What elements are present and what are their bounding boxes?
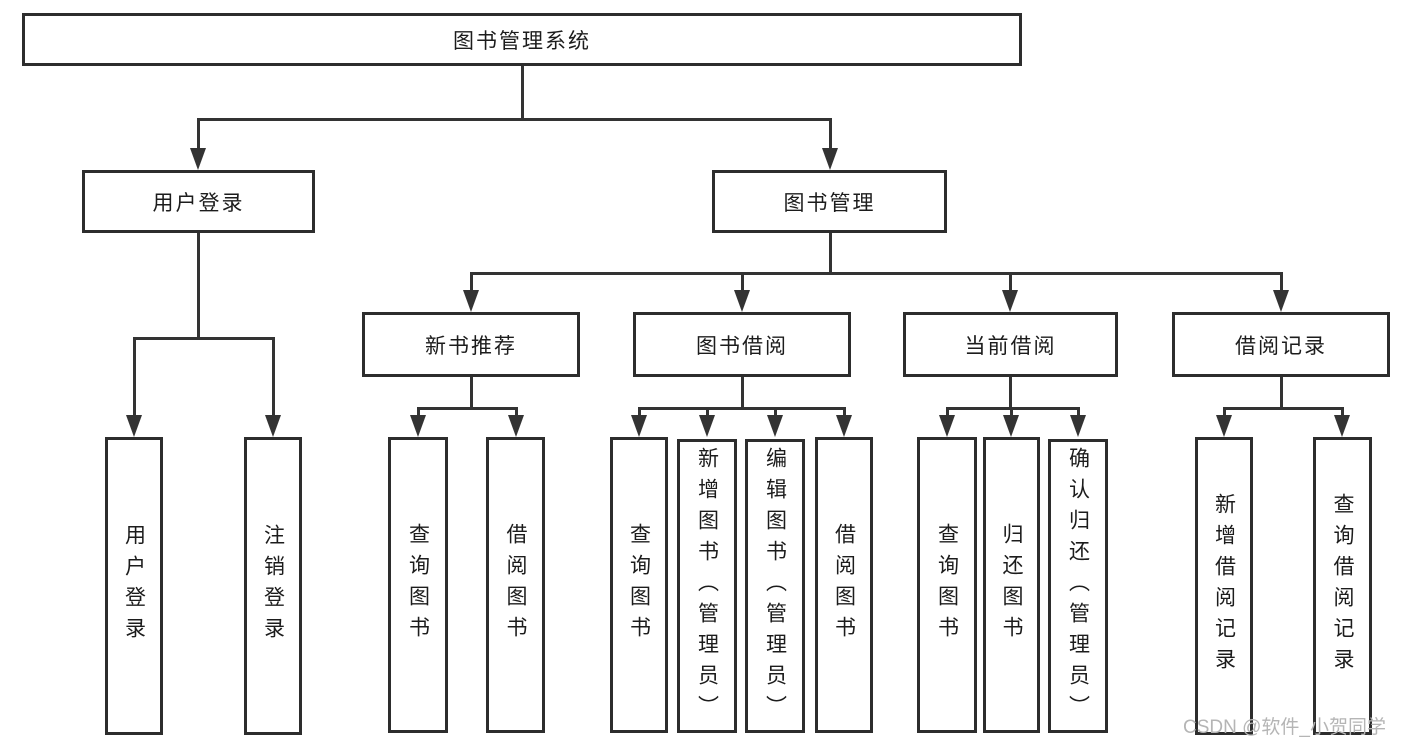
diagram-node-label: 新增借阅记录 [1212, 493, 1236, 679]
connector-line [1340, 407, 1344, 417]
connector-line [132, 337, 275, 340]
diagram-node-bb-borrow-book: 借阅图书 [815, 437, 873, 733]
arrowhead-icon [1216, 415, 1232, 437]
connector-line [773, 407, 777, 417]
arrowhead-icon [939, 415, 955, 437]
connector-line [196, 118, 832, 121]
connector-line [1222, 407, 1226, 417]
arrowhead-icon [1002, 290, 1018, 312]
arrowhead-icon [265, 415, 281, 437]
diagram-node-label: 查询图书 [406, 523, 430, 647]
diagram-node-book-borrow: 图书借阅 [633, 312, 851, 377]
diagram-node-book-mgmt: 图书管理 [712, 170, 947, 233]
diagram-node-cb-confirm-return: 确认归还（管理员） [1048, 439, 1108, 733]
arrowhead-icon [463, 290, 479, 312]
connector-line [196, 233, 200, 340]
diagram-node-cb-return-book: 归还图书 [983, 437, 1040, 733]
diagram-node-label: 用户登录 [152, 191, 245, 215]
connector-line [842, 407, 846, 417]
arrowhead-icon [190, 148, 206, 170]
arrowhead-icon [1070, 415, 1086, 437]
connector-line [828, 118, 832, 150]
diagram-node-label: 查询图书 [627, 523, 651, 647]
connector-line [1008, 377, 1012, 410]
connector-line [520, 66, 524, 121]
arrowhead-icon [631, 415, 647, 437]
arrowhead-icon [508, 415, 524, 437]
connector-line [1076, 407, 1080, 417]
diagram-node-label: 注销登录 [261, 524, 285, 648]
arrowhead-icon [734, 290, 750, 312]
diagram-node-rec-borrow-book: 借阅图书 [486, 437, 545, 733]
connector-line [828, 233, 832, 275]
diagram-node-borrow-records: 借阅记录 [1172, 312, 1390, 377]
diagram-node-label: 编辑图书（管理员） [763, 446, 787, 726]
connector-line [705, 407, 709, 417]
connector-line [196, 118, 200, 150]
diagram-node-new-book-rec: 新书推荐 [362, 312, 580, 377]
diagram-node-user-login: 用户登录 [82, 170, 315, 233]
diagram-node-label: 查询图书 [935, 523, 959, 647]
diagram-node-bb-query-book: 查询图书 [610, 437, 668, 733]
connector-line [637, 407, 846, 410]
diagram-node-current-borrow: 当前借阅 [903, 312, 1118, 377]
arrowhead-icon [1334, 415, 1350, 437]
connector-line [132, 337, 136, 417]
diagram-node-label: 图书管理系统 [453, 29, 591, 53]
diagram-node-rec-query-book: 查询图书 [388, 437, 448, 733]
connector-line [1279, 377, 1283, 410]
arrowhead-icon [822, 148, 838, 170]
connector-line [1009, 407, 1013, 417]
connector-line [1008, 272, 1012, 292]
connector-line [740, 272, 744, 292]
diagram-node-label: 新书推荐 [425, 334, 517, 358]
diagram-node-label: 当前借阅 [964, 334, 1057, 358]
connector-line [514, 407, 518, 417]
connector-line [469, 377, 473, 410]
connector-line [945, 407, 1080, 410]
connector-line [637, 407, 641, 417]
watermark: CSDN @软件_小贺同学 [1183, 717, 1386, 738]
arrowhead-icon [767, 415, 783, 437]
arrowhead-icon [699, 415, 715, 437]
diagram-node-root: 图书管理系统 [22, 13, 1022, 66]
diagram-node-label: 归还图书 [1000, 523, 1023, 647]
connector-line [1222, 407, 1344, 410]
diagram-node-bb-edit-book: 编辑图书（管理员） [745, 439, 805, 733]
connector-line [416, 407, 420, 417]
arrowhead-icon [126, 415, 142, 437]
diagram-node-label: 借阅记录 [1235, 334, 1327, 358]
diagram-node-label: 确认归还（管理员） [1066, 446, 1090, 726]
diagram-node-label: 用户登录 [122, 524, 146, 648]
diagram-node-login: 用户登录 [105, 437, 163, 735]
connector-line [1279, 272, 1283, 292]
connector-line [469, 272, 1283, 275]
diagram-node-logout: 注销登录 [244, 437, 302, 735]
connector-line [271, 337, 275, 417]
arrowhead-icon [410, 415, 426, 437]
diagram-node-br-add-record: 新增借阅记录 [1195, 437, 1253, 735]
arrowhead-icon [1003, 415, 1019, 437]
diagram-node-label: 新增图书（管理员） [695, 446, 719, 726]
connector-line [945, 407, 949, 417]
arrowhead-icon [1273, 290, 1289, 312]
arrowhead-icon [836, 415, 852, 437]
connector-line [416, 407, 518, 410]
connector-line [740, 377, 744, 410]
diagram-node-cb-query-book: 查询图书 [917, 437, 977, 733]
diagram-node-label: 图书借阅 [696, 334, 788, 358]
diagram-node-br-query-record: 查询借阅记录 [1313, 437, 1372, 735]
connector-line [469, 272, 473, 292]
diagram-node-label: 图书管理 [783, 191, 876, 215]
diagram-node-label: 借阅图书 [504, 523, 527, 647]
diagram-node-label: 借阅图书 [832, 523, 856, 647]
diagram-node-bb-add-book: 新增图书（管理员） [677, 439, 737, 733]
diagram-node-label: 查询借阅记录 [1331, 493, 1354, 679]
